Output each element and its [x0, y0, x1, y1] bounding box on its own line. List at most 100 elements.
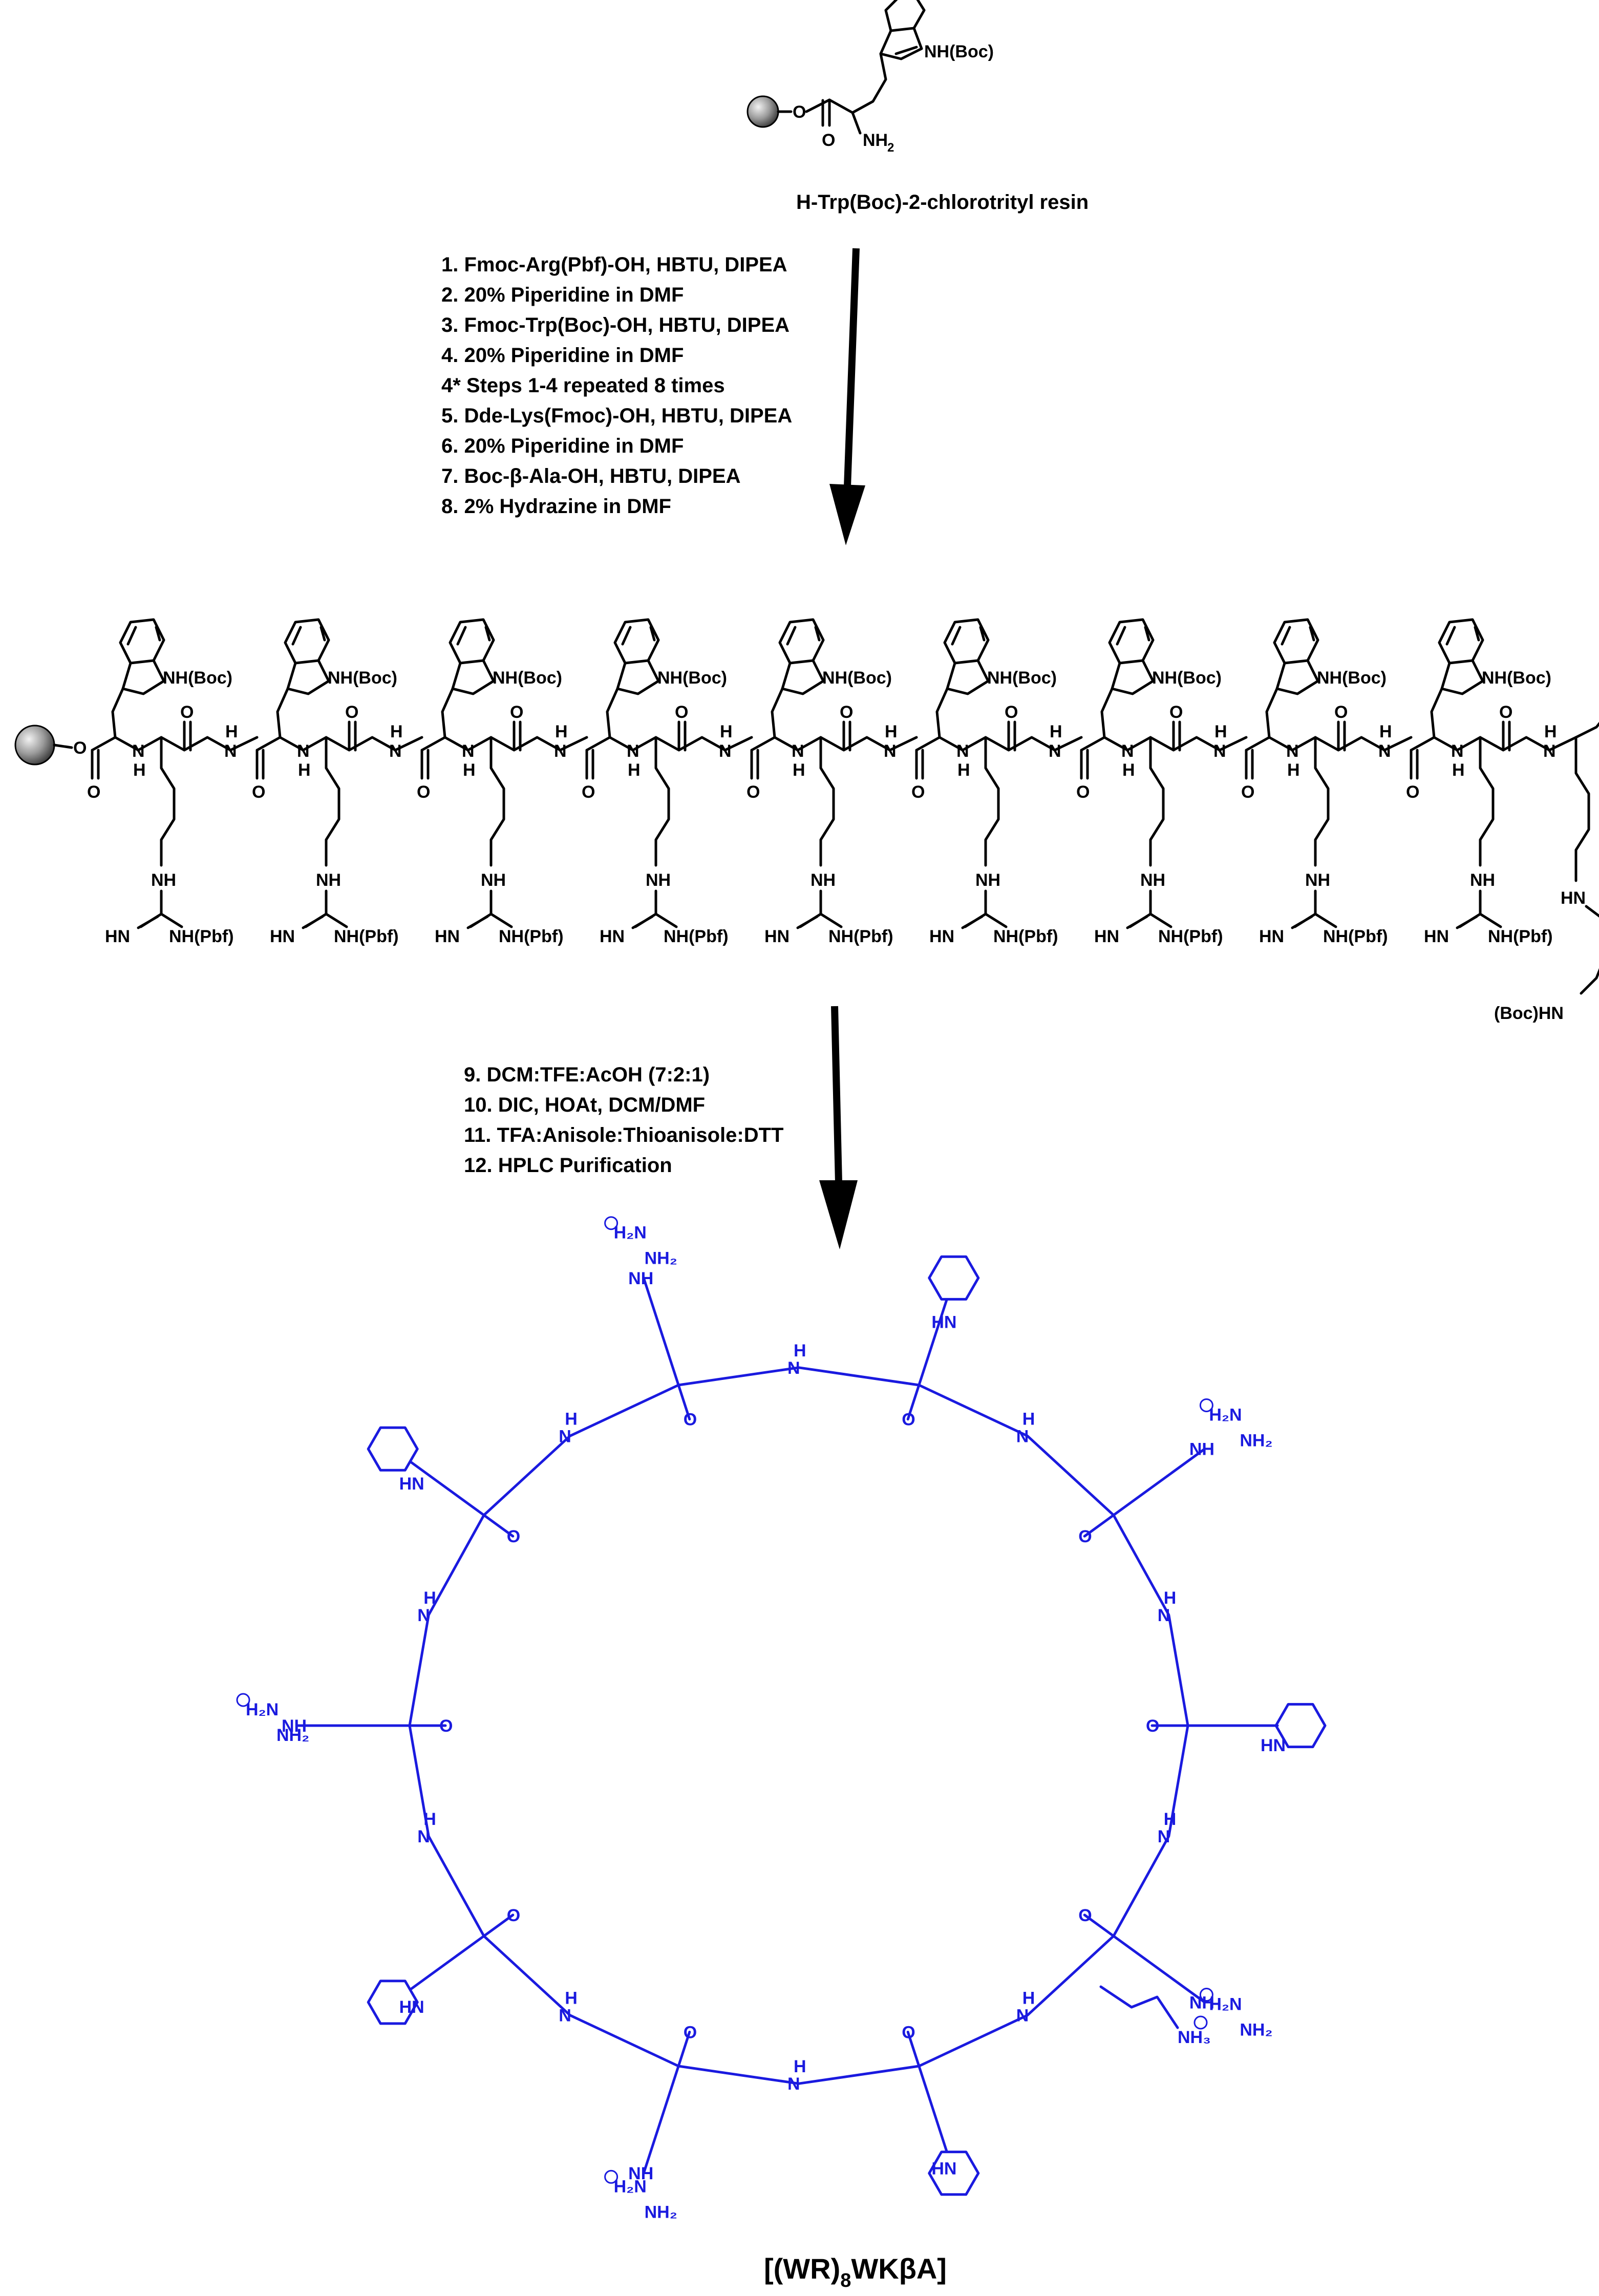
- carbonyl-oxygen: O: [1241, 782, 1254, 802]
- amide-h: H: [1544, 722, 1557, 741]
- carbonyl-oxygen: O: [1406, 782, 1419, 802]
- ring-residue: NH: [1158, 1810, 1177, 1846]
- amide-h: H: [225, 722, 238, 741]
- amide-h: H: [555, 722, 568, 741]
- starting-material-structure: O O NH 2 NH(Boc) H-Trp(Boc)-2-chlorotrit…: [747, 0, 1089, 214]
- amide-nh: N: [559, 2006, 571, 2026]
- arg-nh-pbf: NH(Pbf): [664, 927, 729, 946]
- arg-nh-pbf: NH(Pbf): [993, 927, 1058, 946]
- amide-h: H: [793, 760, 805, 780]
- carbonyl-oxygen: O: [180, 703, 194, 722]
- amide-n: N: [554, 741, 567, 761]
- guanidine-nh: NH: [628, 2164, 653, 2183]
- guanidine-nh: NH: [1189, 1440, 1214, 1459]
- carbonyl-oxygen: O: [822, 131, 835, 150]
- ring-residue: NH: [417, 1810, 436, 1846]
- amide-n: N: [132, 741, 145, 761]
- ring-residue: NH: [1158, 1588, 1177, 1625]
- carbonyl-oxygen: O: [1146, 1716, 1159, 1736]
- reagent-steps-1: 1. Fmoc-Arg(Pbf)-OH, HBTU, DIPEA 2. 20% …: [441, 253, 792, 518]
- indole-nh: HN: [931, 1312, 956, 1332]
- amide-h: H: [885, 722, 898, 741]
- indole-ring: [1274, 1703, 1327, 1749]
- arg-imine: HN: [1424, 927, 1449, 946]
- guanidinium-h2n: H₂N: [1209, 1995, 1242, 2014]
- arg-nh: NH: [646, 870, 671, 890]
- carbonyl-oxygen: O: [1169, 703, 1183, 722]
- carbonyl-oxygen: O: [911, 782, 925, 802]
- guanidinium-nh2: NH₂: [1240, 2021, 1272, 2040]
- arg-imine: HN: [600, 927, 625, 946]
- arg-nh: NH: [1470, 870, 1495, 890]
- ring-residue: NH: [559, 1409, 578, 1446]
- carbonyl-oxygen: O: [417, 782, 430, 802]
- step-7: 7. Boc-β-Ala-OH, HBTU, DIPEA: [441, 465, 740, 487]
- guanidinium-h2n: H₂N: [1209, 1405, 1242, 1425]
- amide-h: H: [794, 2057, 806, 2076]
- carbonyl-oxygen: O: [582, 782, 595, 802]
- carbonyl-oxygen: O: [345, 703, 358, 722]
- amide-h: H: [133, 760, 146, 780]
- amide-h: H: [1022, 1409, 1035, 1429]
- carbonyl-oxygen: O: [439, 1716, 453, 1736]
- guanidinium-nh2: NH₂: [276, 1726, 309, 1745]
- amide-n: N: [627, 741, 639, 761]
- arg-imine: HN: [929, 927, 954, 946]
- boc-hn: (Boc)HN: [1494, 1004, 1564, 1023]
- carbonyl-oxygen: O: [1076, 782, 1090, 802]
- amide-n: N: [1049, 741, 1061, 761]
- step-9: 9. DCM:TFE:AcOH (7:2:1): [464, 1064, 710, 1086]
- amide-h: H: [565, 1409, 578, 1429]
- plus-charge-icon: [1199, 1398, 1213, 1412]
- step-2: 2. 20% Piperidine in DMF: [441, 284, 684, 306]
- amine-nh: NH: [863, 131, 888, 150]
- carbonyl-oxygen: O: [1499, 703, 1512, 722]
- carbonyl-oxygen: O: [1334, 703, 1348, 722]
- indole-ring: [928, 2151, 980, 2196]
- macrocycle-backbone: [408, 1366, 1189, 2085]
- guanidinium-h2n: H₂N: [614, 1223, 647, 1243]
- indole-nh-boc: NH(Boc): [1482, 668, 1551, 688]
- ring-residue: NH: [417, 1588, 436, 1625]
- carbonyl-oxygen: O: [1005, 703, 1018, 722]
- amide-h: H: [1164, 1588, 1177, 1608]
- amide-h: H: [1287, 760, 1300, 780]
- amide-n: N: [1213, 741, 1226, 761]
- guanidinium-nh2: NH₂: [645, 2202, 677, 2222]
- arg-nh: NH: [151, 870, 176, 890]
- arg-imine: HN: [764, 927, 790, 946]
- indole-nh-boc: NH(Boc): [493, 668, 562, 688]
- guanidine-nh: NH: [628, 1269, 653, 1288]
- arg-nh-pbf: NH(Pbf): [1158, 927, 1223, 946]
- indole-nh-boc: NH(Boc): [987, 668, 1057, 688]
- arg-nh-pbf: NH(Pbf): [828, 927, 893, 946]
- amide-n: N: [719, 741, 732, 761]
- indole-nh-boc: NH(Boc): [924, 42, 994, 61]
- reagent-steps-2: 9. DCM:TFE:AcOH (7:2:1) 10. DIC, HOAt, D…: [464, 1064, 784, 1177]
- ring-residue: NH: [787, 2057, 806, 2094]
- ring-residue: OHN: [902, 1255, 980, 1430]
- guanidinium-nh2: NH₂: [645, 1249, 677, 1268]
- step-4: 4. 20% Piperidine in DMF: [441, 344, 684, 367]
- guanidine-nh: NH: [1189, 1993, 1214, 2012]
- amide-h: H: [463, 760, 476, 780]
- down-arrow-1: [829, 248, 865, 545]
- product-name: [(WR)8WKβA]: [764, 2252, 947, 2291]
- step-12: 12. HPLC Purification: [464, 1154, 672, 1177]
- arg-nh: NH: [316, 870, 341, 890]
- arg-imine: HN: [270, 927, 295, 946]
- amide-h: H: [1122, 760, 1135, 780]
- indole-nh-boc: NH(Boc): [1317, 668, 1387, 688]
- ring-residue: OHN: [1146, 1703, 1327, 1755]
- plus-charge-icon: [1193, 2015, 1208, 2030]
- amide-h: H: [423, 1810, 436, 1829]
- carbonyl-oxygen: O: [747, 782, 760, 802]
- beta-ala-tail: NH₃: [1099, 1985, 1211, 2047]
- amide-nh: N: [1158, 1827, 1170, 1846]
- arg-imine: HN: [435, 927, 460, 946]
